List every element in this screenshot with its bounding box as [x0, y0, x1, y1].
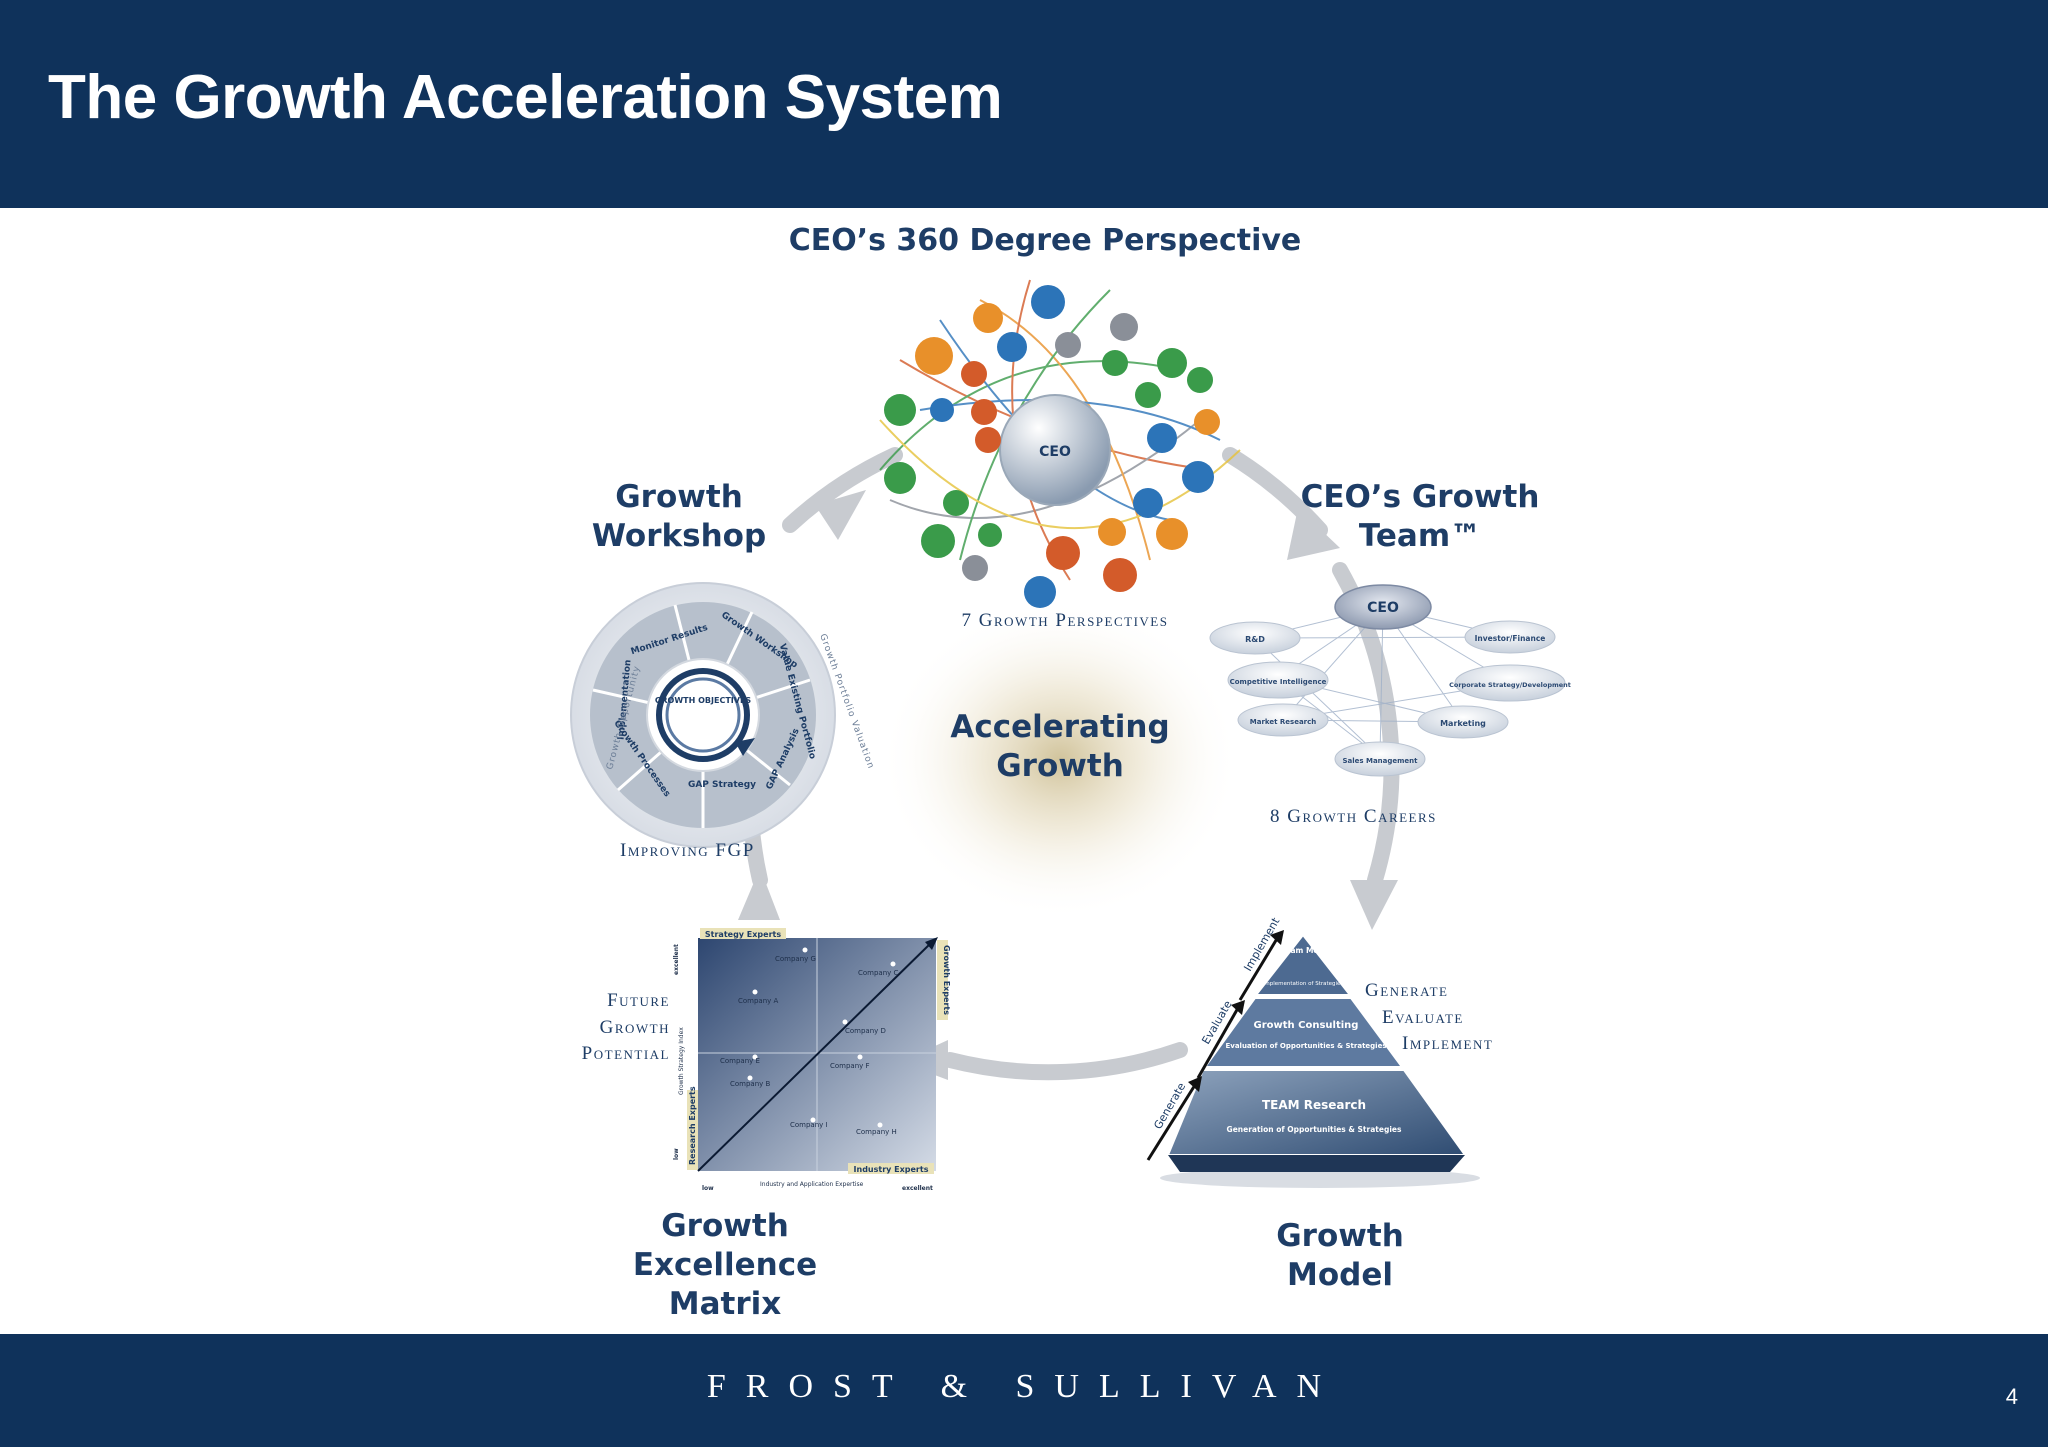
matrix-y-axis-low: low	[673, 1148, 680, 1160]
model-step-implement: Implement	[1402, 1033, 1494, 1055]
matrix-x-axis-low: low	[702, 1185, 714, 1192]
team-role-mr: Market Research	[1250, 718, 1317, 726]
workshop-seg-gap-strategy: GAP Strategy	[688, 780, 756, 790]
matrix-quadrant-strategy: Strategy Experts	[705, 930, 781, 939]
growth-excellence-matrix: Strategy Experts Growth Experts Research…	[673, 928, 951, 1192]
matrix-side-caption: Future Growth Potential	[550, 988, 670, 1068]
team-role-strategy: Corporate Strategy/Development	[1449, 681, 1571, 689]
matrix-company-e: Company E	[720, 1057, 760, 1065]
matrix-y-axis-high: excellent	[673, 944, 680, 975]
team-role-rd: R&D	[1245, 635, 1265, 644]
pyramid-tier-1-sub: Implementation of Strategies	[1263, 981, 1344, 987]
team-role-sales: Sales Management	[1342, 757, 1418, 765]
matrix-company-b: Company B	[730, 1080, 771, 1088]
footer-brand: FROST & SULLIVAN	[706, 1368, 1342, 1405]
team-caption: 8 Growth Careers	[1270, 806, 1437, 827]
slide-header: The Growth Acceleration System	[0, 0, 2048, 208]
slide-title: The Growth Acceleration System	[48, 63, 1003, 132]
team-role-ci: Competitive Intelligence	[1230, 678, 1327, 686]
pyramid-tier-2-title: Growth Consulting	[1254, 1020, 1359, 1031]
matrix-company-f: Company F	[830, 1062, 870, 1070]
pyramid-tier-2-sub: Evaluation of Opportunities & Strategies	[1225, 1042, 1386, 1050]
growth-team-org: CEO R&D Investor/Finance Competitive Int…	[1209, 584, 1571, 777]
model-step-evaluate: Evaluate	[1382, 1006, 1464, 1028]
center-title: Accelerating Growth	[950, 709, 1170, 784]
matrix-x-axis-label: Industry and Application Expertise	[760, 1181, 864, 1188]
matrix-quadrant-industry: Industry Experts	[854, 1165, 929, 1174]
matrix-side-growth: Growth	[599, 1016, 670, 1038]
matrix-company-a: Company A	[738, 997, 779, 1005]
matrix-y-axis-label: Growth Strategy Index	[678, 1027, 685, 1095]
team-role-investor: Investor/Finance	[1475, 634, 1546, 643]
slide-footer: FROST & SULLIVAN 4	[0, 1334, 2048, 1447]
matrix-company-i: Company I	[790, 1121, 828, 1129]
matrix-company-c: Company C	[858, 969, 899, 977]
perspective-heading: CEO’s 360 Degree Perspective	[788, 223, 1302, 258]
team-hub-label: CEO	[1367, 600, 1399, 616]
matrix-company-d: Company D	[845, 1027, 886, 1035]
perspective-hub-label: CEO	[1039, 444, 1071, 460]
team-heading: CEO’s Growth Team™	[1300, 479, 1540, 554]
perspective-nodes	[884, 285, 1220, 608]
matrix-company-g: Company G	[775, 955, 816, 963]
matrix-heading: Growth Excellence Matrix	[632, 1208, 818, 1322]
pyramid-tier-3-title: TEAM Research	[1262, 1098, 1366, 1112]
perspective-network: CEO	[879, 279, 1241, 608]
model-step-generate: Generate	[1365, 980, 1449, 1001]
pyramid-tier-1-title: Growth Team Membership	[1248, 946, 1359, 955]
growth-workshop-disc: GROWTH OBJECTIVES Monitor Results Growth…	[570, 582, 876, 848]
workshop-core-label: GROWTH OBJECTIVES	[655, 696, 752, 705]
workshop-caption: Improving FGP	[620, 840, 755, 861]
model-steps: Generate Evaluate Implement	[1365, 978, 1515, 1058]
center-glow	[880, 600, 1240, 920]
matrix-quadrant-research: Research Experts	[688, 1086, 697, 1165]
pyramid-tier-3-sub: Generation of Opportunities & Strategies	[1227, 1125, 1402, 1134]
matrix-side-future: Future	[607, 990, 670, 1011]
matrix-company-h: Company H	[856, 1128, 897, 1136]
model-heading: Growth Model	[1276, 1218, 1404, 1293]
matrix-quadrant-growth: Growth Experts	[942, 945, 951, 1015]
page-number: 4	[2005, 1384, 2018, 1409]
matrix-side-potential: Potential	[581, 1043, 670, 1065]
perspective-caption: 7 Growth Perspectives	[961, 610, 1169, 631]
team-role-marketing: Marketing	[1440, 719, 1486, 728]
matrix-x-axis-high: excellent	[902, 1185, 933, 1192]
workshop-heading: Growth Workshop	[591, 479, 767, 554]
